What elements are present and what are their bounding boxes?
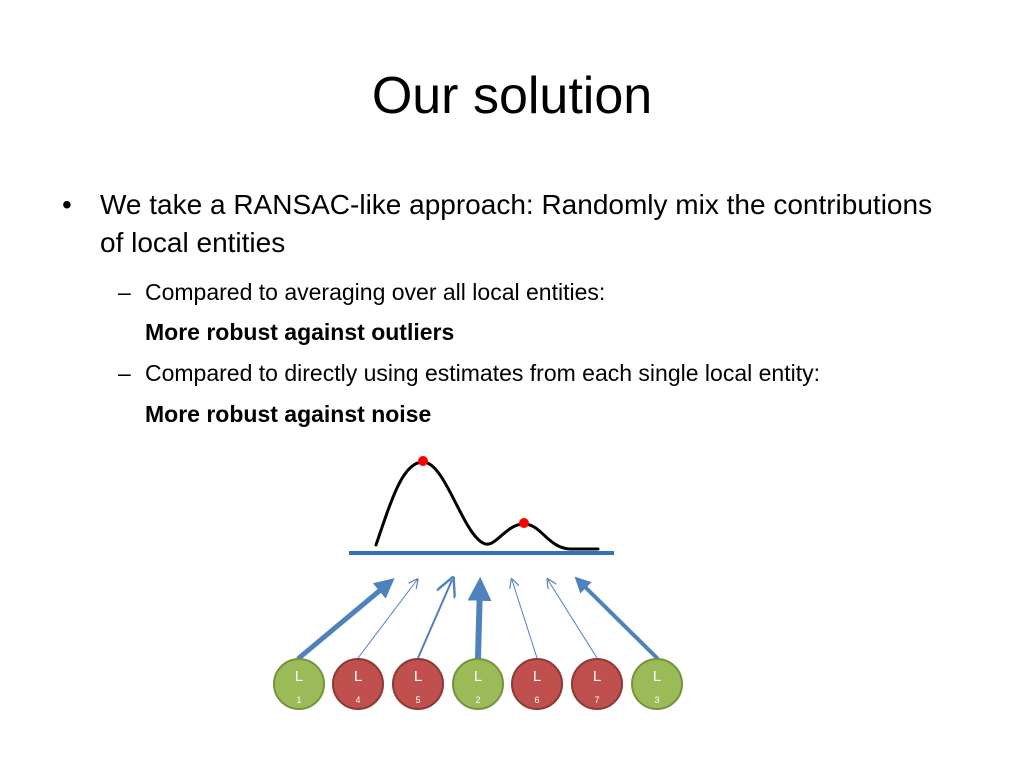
node-letter: L [295,668,303,685]
node-l2: L2 [452,658,504,710]
node-index: 3 [654,695,659,705]
dash-marker: – [118,360,131,386]
node-l5: L5 [392,658,444,710]
node-index: 4 [355,695,360,705]
arrow-thick [574,576,659,660]
peak-dot [519,518,529,528]
arrow-thin [512,580,538,659]
bullet-marker: • [62,189,72,220]
node-l3: L3 [631,658,683,710]
node-letter: L [354,668,362,685]
node-l1: L1 [273,658,325,710]
node-letter: L [653,668,661,685]
node-index: 2 [475,695,480,705]
node-index: 6 [534,695,539,705]
node-circle [511,658,563,710]
arrow-medium [417,580,452,659]
node-circle [631,658,683,710]
density-curve [374,460,600,551]
node-letter: L [414,668,422,685]
emphasis-outliers: More robust against outliers [145,319,455,345]
node-l6: L6 [511,658,563,710]
dash-marker: – [118,279,131,305]
node-index: 7 [594,695,599,705]
node-circle [332,658,384,710]
arrow-thick [467,576,492,661]
bullet-text: We take a RANSAC-like approach: Randomly… [100,189,933,258]
node-letter: L [593,668,601,685]
arrow-thin [548,580,598,659]
node-circle [452,658,504,710]
peak-dot [418,456,428,466]
sub-item-text: Compared to directly using estimates fro… [145,360,820,386]
node-l4: L4 [332,658,384,710]
slide-title: Our solution [371,67,653,125]
node-circle [392,658,444,710]
node-letter: L [474,668,482,685]
emphasis-noise: More robust against noise [145,401,432,427]
arrow-thick [296,578,395,661]
node-circle [273,658,325,710]
node-l7: L7 [571,658,623,710]
node-circle [571,658,623,710]
node-letter: L [533,668,541,685]
node-index: 1 [296,695,301,705]
node-index: 5 [415,695,420,705]
sub-item-text: Compared to averaging over all local ent… [145,279,606,305]
arrows [296,576,659,661]
arrow-thin [357,580,417,659]
